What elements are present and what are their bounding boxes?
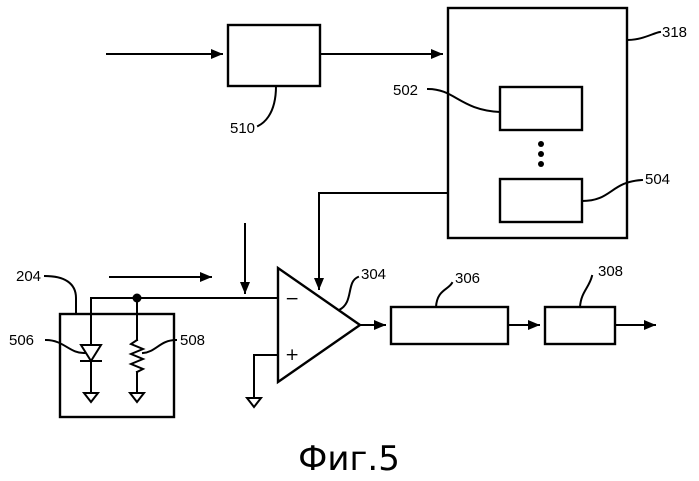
block-502 [500, 87, 582, 130]
sensor-package-204 [60, 314, 174, 417]
leader-510 [258, 86, 276, 126]
leader-304 [339, 277, 358, 310]
figure-caption: Фиг.5 [298, 439, 400, 479]
wire-non-inverting-ground [254, 355, 278, 398]
block-308 [545, 307, 615, 344]
leader-308 [580, 276, 592, 307]
block-510 [228, 25, 320, 86]
ellipsis-dot [538, 151, 544, 157]
label-318: 318 [662, 24, 687, 41]
label-308: 308 [598, 263, 623, 280]
label-304: 304 [361, 266, 386, 283]
label-504: 504 [645, 171, 670, 188]
block-306 [391, 307, 508, 344]
label-204: 204 [16, 268, 41, 285]
label-508: 508 [180, 332, 205, 349]
label-502: 502 [393, 82, 418, 99]
label-306: 306 [455, 270, 480, 287]
ellipsis-dot [538, 161, 544, 167]
leader-204 [45, 276, 76, 314]
op-amp-plus-sign: + [285, 345, 299, 365]
ground-icon [247, 398, 261, 407]
label-506: 506 [9, 332, 34, 349]
leader-306 [436, 283, 452, 307]
op-amp-minus-sign: − [285, 289, 299, 309]
block-504 [500, 179, 582, 222]
leader-318 [627, 32, 660, 40]
ellipsis-dot [538, 141, 544, 147]
label-510: 510 [230, 120, 255, 137]
